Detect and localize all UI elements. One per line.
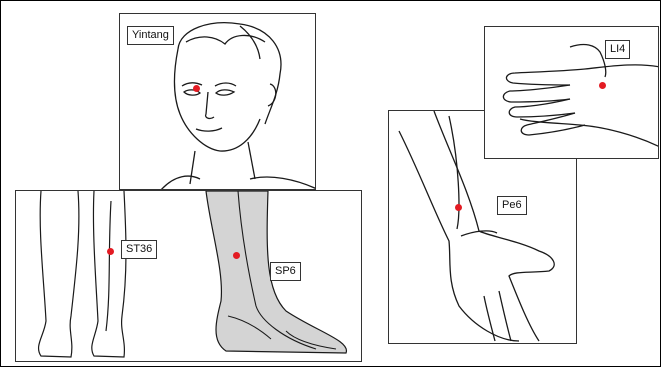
hand-panel (484, 26, 659, 159)
legs-illustration (16, 191, 362, 362)
legs-panel (15, 190, 362, 362)
acupoint-label-st36: ST36 (121, 240, 157, 259)
acupoint-label-li4: LI4 (605, 40, 630, 59)
acupoint-label-pe6: Pe6 (497, 196, 527, 215)
hand-illustration (485, 27, 659, 159)
acupoint-dot-pe6 (455, 204, 462, 211)
acupoint-label-sp6: SP6 (270, 262, 301, 281)
acupoint-dot-sp6 (233, 252, 240, 259)
acupoint-dot-st36 (107, 248, 114, 255)
acupoint-dot-li4 (599, 82, 606, 89)
acupoint-dot-yintang (193, 85, 200, 92)
acupoint-label-yintang: Yintang (127, 26, 174, 45)
